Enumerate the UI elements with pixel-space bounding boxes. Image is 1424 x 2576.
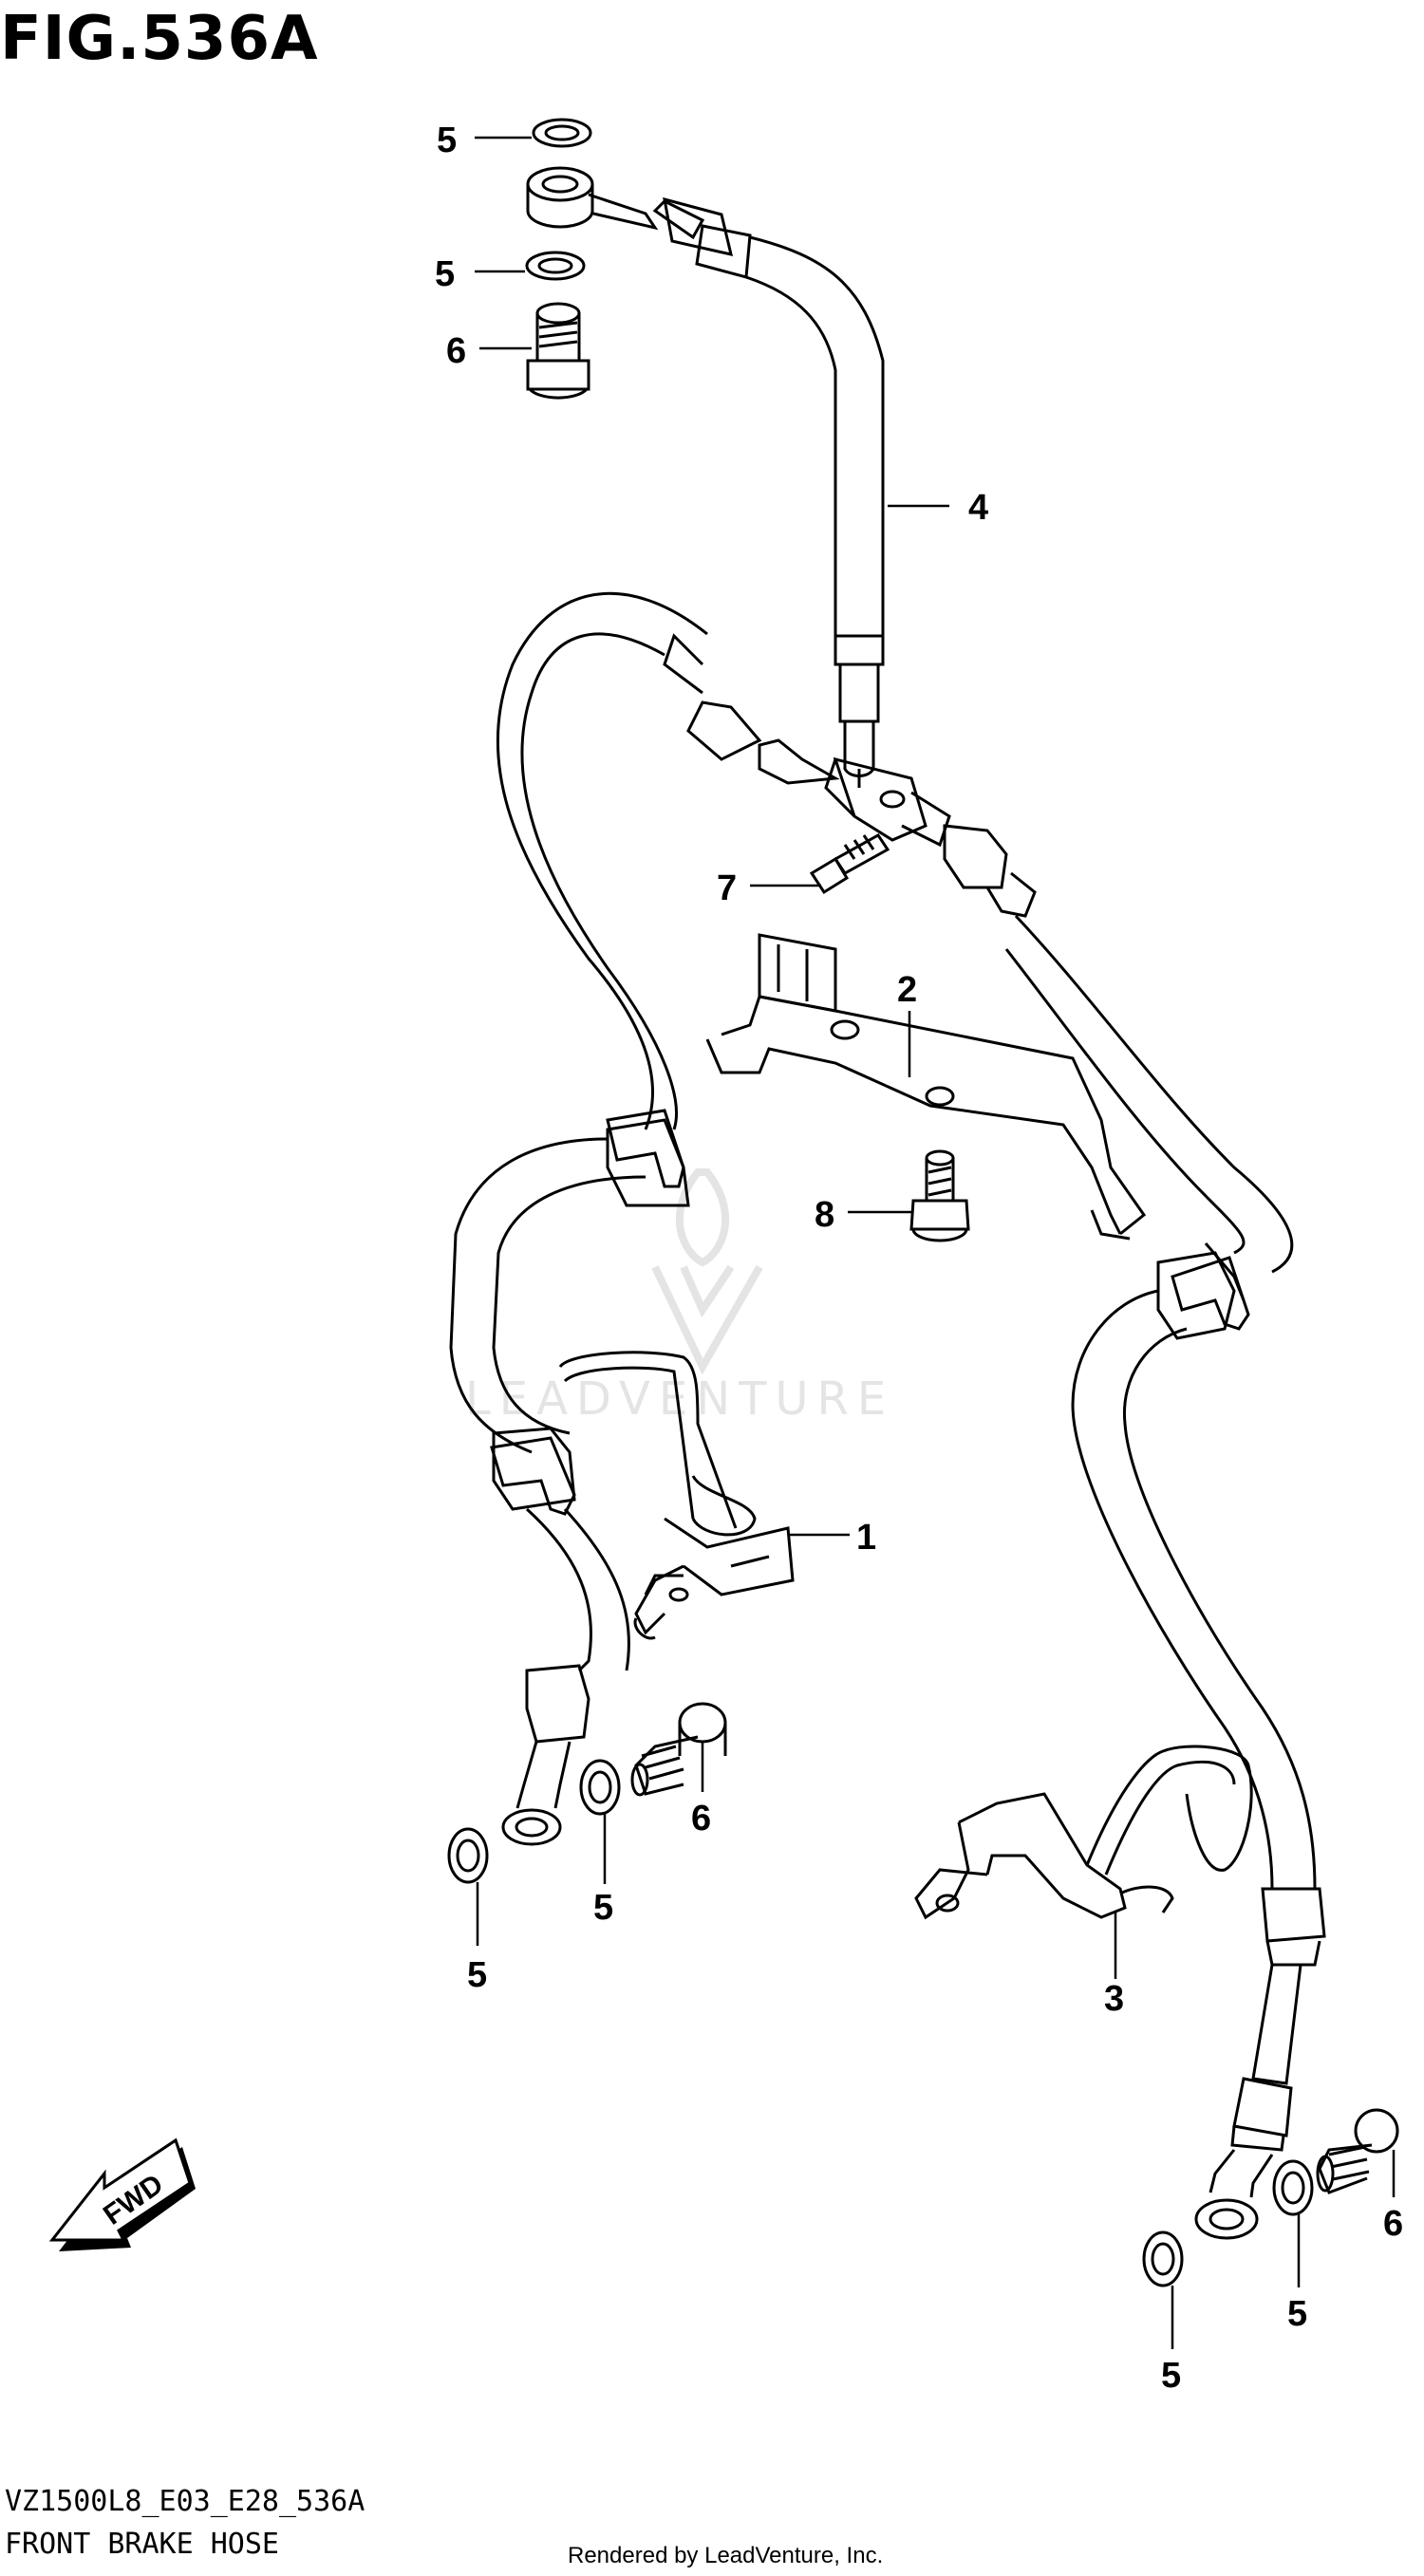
- washer-mid: [579, 1759, 621, 1816]
- leader-lines: [475, 136, 1396, 2349]
- callout-6-mid: 6: [691, 1799, 711, 1839]
- bracket-2: [705, 933, 1147, 1241]
- render-credit: Rendered by LeadVenture, Inc.: [568, 2543, 883, 2568]
- callout-4: 4: [968, 488, 988, 528]
- callout-5-top-a: 5: [437, 121, 457, 160]
- banjo-fitting-left: [501, 1808, 562, 1846]
- union-bolt-top: [526, 302, 590, 400]
- callout-5-top-b: 5: [435, 254, 455, 294]
- left-brake-hose: [449, 591, 840, 1809]
- bolt-6-mid: [630, 1702, 727, 1797]
- callout-8: 8: [815, 1195, 834, 1235]
- figure-title: FIG.536A: [0, 4, 319, 74]
- junction-block: [824, 756, 927, 842]
- washer-right-a: [1272, 2159, 1314, 2216]
- callout-2: 2: [897, 970, 917, 1010]
- bolt-6-right: [1316, 2108, 1399, 2194]
- bolt-7: [809, 833, 890, 895]
- callout-6-right: 6: [1383, 2204, 1403, 2244]
- bracket-3: [914, 1745, 1253, 1920]
- watermark-logo: [651, 1168, 763, 1375]
- callout-5-right-a: 5: [1287, 2294, 1307, 2334]
- upper-brake-hose: [652, 196, 885, 788]
- hose-clamp-lower-left: [490, 1436, 576, 1516]
- washer-right-b: [1142, 2231, 1184, 2287]
- figure-name: FRONT BRAKE HOSE: [5, 2528, 279, 2561]
- callout-6-top: 6: [446, 331, 466, 371]
- washer-top-b: [525, 251, 586, 281]
- callout-1: 1: [856, 1518, 876, 1558]
- washer-left: [447, 1827, 489, 1884]
- right-brake-hose: [901, 791, 1326, 2198]
- callout-3: 3: [1104, 1979, 1124, 2019]
- callout-7: 7: [717, 868, 737, 908]
- bracket-1: [558, 1351, 795, 1640]
- arrow-forward-icon: [48, 2137, 196, 2251]
- washer-top-a: [532, 118, 592, 148]
- callout-5-left: 5: [467, 1955, 487, 1995]
- callout-5-mid: 5: [593, 1888, 613, 1928]
- hose-clamp-right: [1171, 1256, 1250, 1331]
- bolt-8: [909, 1149, 970, 1242]
- callout-5-right-b: 5: [1161, 2356, 1181, 2396]
- hose-clamp-upper-left: [606, 1109, 685, 1188]
- figure-code: VZ1500L8_E03_E28_536A: [5, 2485, 365, 2518]
- banjo-fitting-top: [526, 166, 659, 231]
- banjo-fitting-right: [1194, 2198, 1259, 2240]
